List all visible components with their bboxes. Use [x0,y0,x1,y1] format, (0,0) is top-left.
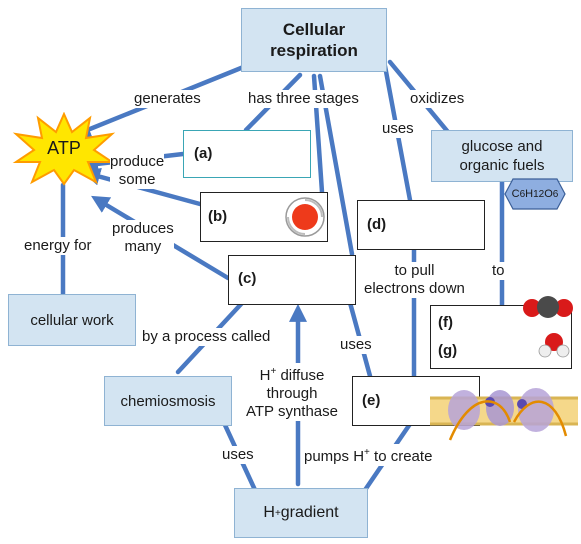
formula-c: C [511,188,520,200]
blank-c-label: (c) [238,270,257,287]
produce-some-line2: some [118,171,156,188]
electron-transport-membrane-icon [430,388,578,441]
blank-c-box[interactable] [228,255,356,305]
glucose-node: glucose and organic fuels [431,130,573,182]
blank-g-label: (g) [438,342,458,359]
cellular-respiration-line2: respiration [270,41,358,60]
atp-label: ATP [47,137,81,158]
h-gradient-h: H [263,504,275,521]
link-oxidizes: oxidizes [410,90,465,108]
h-gradient-node: H+ gradient [234,488,368,538]
carbon-dioxide-molecule-icon [523,296,573,318]
produce-some-line1: produce [110,153,165,170]
h-diffuse-line2: through [266,385,318,402]
blank-f-label: (f) [438,314,453,331]
h-diffuse-h: H [259,367,271,384]
h-gradient-plus: + [274,507,281,519]
citric-acid-cycle-icon [285,197,325,237]
cellular-respiration-node: Cellular respiration [241,8,387,72]
formula-c-sub: 6 [519,188,526,200]
formula-o: O [544,188,553,200]
atp-starburst-icon [12,112,116,186]
pumps-text2: to create [369,448,433,465]
link-generates: generates [134,90,201,108]
blank-d-box[interactable] [357,200,485,250]
link-has-three-stages: has three stages [248,90,359,108]
blank-b-label: (b) [208,208,228,225]
h-diffuse-text: diffuse [276,367,325,384]
cellular-respiration-line1: Cellular [282,20,346,39]
h-gradient-text: gradient [280,504,339,521]
formula-o-sub: 6 [552,188,559,200]
h-diffuse-plus: + [270,366,277,377]
pumps-text: pumps H [304,448,365,465]
link-by-a-process-called: by a process called [142,328,271,346]
h-diffuse-line1: H+ diffuse [246,363,338,385]
produces-many-line1: produces [112,220,174,237]
blank-d-label: (d) [367,216,387,233]
link-uses-top: uses [382,120,414,138]
link-h-diffuse: H+ diffuse through ATP synthase [246,363,338,421]
produces-many-line2: many [124,238,162,255]
blank-a-label: (a) [194,145,213,162]
to-pull-line2: electrons down [364,280,465,297]
blank-a-box[interactable] [183,130,311,178]
glucose-line2: organic fuels [459,157,545,174]
glucose-line1: glucose and [461,138,543,155]
blank-e-label: (e) [362,392,381,409]
formula-h: H [525,188,534,200]
water-molecule-icon [538,333,570,358]
link-uses-mid: uses [340,336,372,354]
link-to-pull: to pull electrons down [364,262,465,298]
cellular-work-node: cellular work [8,294,136,346]
formula-h-sub: 12 [533,188,545,200]
h-diffuse-line3: ATP synthase [246,403,338,420]
pumps-plus: + [364,447,370,458]
link-to: to [492,262,505,280]
link-pumps: pumps H+ to create [304,444,433,466]
chemiosmosis-node: chemiosmosis [104,376,232,426]
glucose-hexagon-icon [504,178,566,210]
link-energy-for: energy for [24,237,92,255]
link-produces-many: produces many [112,220,174,256]
link-produce-some: produce some [110,153,165,189]
to-pull-line1: to pull [394,262,435,279]
link-uses-bottom: uses [222,446,254,464]
